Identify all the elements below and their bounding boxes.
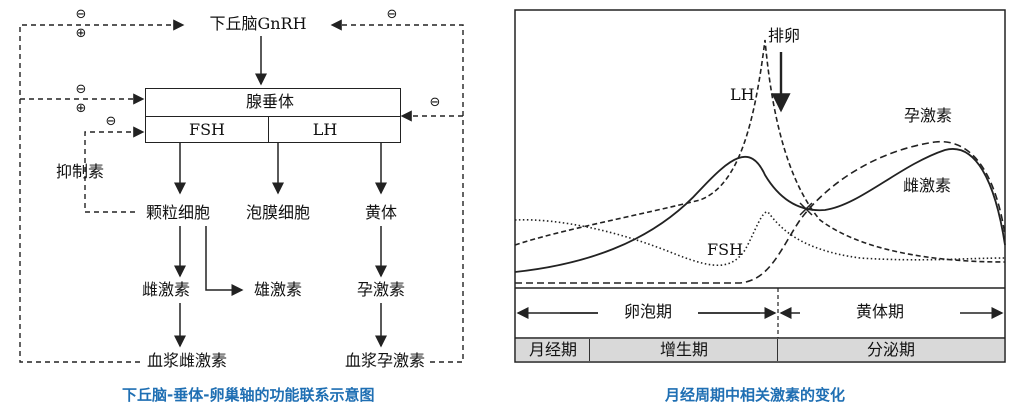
hypothalamus-gnrh-label: 下丘脑GnRH — [209, 14, 307, 33]
negative-feedback-icon: ⊖ — [75, 82, 87, 97]
corpus-luteum-label: 黄体 — [364, 203, 398, 222]
secretory-cell — [778, 339, 1004, 361]
positive-feedback-icon: ⊕ — [75, 101, 87, 116]
intersection-mark — [799, 202, 813, 216]
proliferative-label: 增生期 — [659, 340, 708, 359]
pituitary-box — [145, 88, 401, 143]
secretory-label: 分泌期 — [866, 340, 915, 359]
right-caption: 月经周期中相关激素的变化 — [665, 386, 846, 404]
estrogen-curve-label: 雌激素 — [903, 176, 952, 195]
fsh-cell-label: FSH — [188, 120, 226, 139]
left-caption: 下丘脑-垂体-卵巢轴的功能联系示意图 — [122, 386, 375, 404]
plasma-estrogen-label: 血浆雌激素 — [146, 351, 228, 370]
inhibin-label: 抑制素 — [55, 162, 105, 181]
negative-feedback-icon: ⊖ — [105, 114, 117, 129]
androgen-label: 雄激素 — [253, 280, 303, 299]
follicular-phase-label: 卵泡期 — [598, 302, 698, 322]
negative-feedback-icon: ⊖ — [429, 95, 441, 110]
menses-label: 月经期 — [528, 340, 577, 359]
progesterone-label: 孕激素 — [356, 280, 406, 299]
hpo-arrows — [19, 19, 464, 363]
luteal-phase-label: 黄体期 — [820, 302, 940, 322]
progesterone-curve-label: 孕激素 — [904, 106, 953, 125]
pituitary-label: 腺垂体 — [245, 92, 295, 111]
progesterone-curve — [515, 140, 1006, 284]
lh-label: LH — [730, 85, 755, 104]
ovulation-label: 排卵 — [768, 26, 801, 45]
theca-cell-label: 泡膜细胞 — [245, 203, 311, 222]
fsh-label: FSH — [707, 240, 744, 259]
negative-feedback-icon: ⊖ — [386, 7, 398, 22]
menses-cell — [516, 339, 590, 361]
lh-cell-label: LH — [312, 120, 338, 139]
positive-feedback-icon: ⊕ — [75, 26, 87, 41]
estrogen-label: 雌激素 — [141, 280, 191, 299]
proliferative-cell — [590, 339, 778, 361]
lh-curve — [514, 39, 1006, 263]
granulosa-cell-label: 颗粒细胞 — [145, 203, 211, 222]
negative-feedback-icon: ⊖ — [75, 7, 87, 22]
plasma-progesterone-label: 血浆孕激素 — [344, 351, 426, 370]
estrogen-curve — [514, 148, 1006, 273]
